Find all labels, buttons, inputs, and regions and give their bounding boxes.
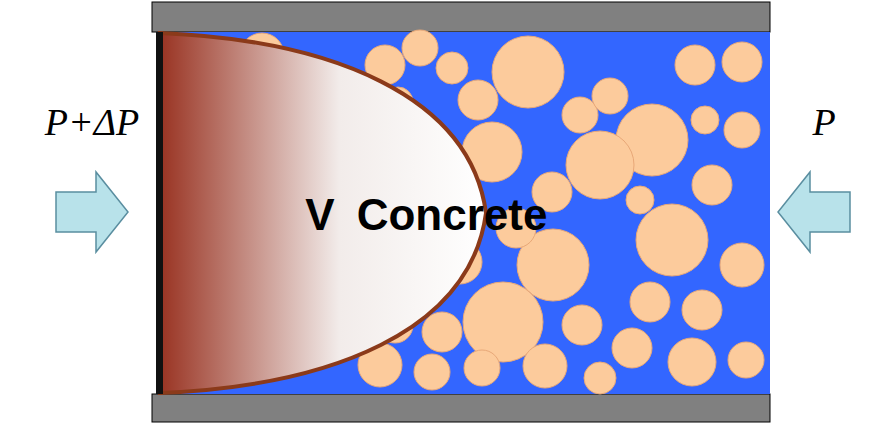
aggregate-particle — [668, 338, 716, 386]
pressure-arrow — [56, 172, 128, 252]
aggregate-particle — [692, 165, 732, 205]
aggregate-particle — [691, 106, 719, 134]
aggregate-particle — [722, 42, 762, 82]
velocity-label: V — [305, 190, 334, 240]
pipe-wall — [152, 394, 770, 422]
aggregate-particle — [458, 80, 498, 120]
pressure-arrow — [778, 172, 850, 252]
pressure-label: P — [812, 100, 835, 144]
aggregate-particle — [566, 131, 634, 199]
aggregate-particle — [414, 354, 450, 390]
aggregate-particle — [720, 243, 764, 287]
pressure-label: P+ΔP — [45, 100, 139, 144]
aggregate-particle — [675, 45, 715, 85]
aggregate-particle — [584, 362, 616, 394]
pressure-label-box: P+ΔP — [45, 100, 139, 144]
velocity-label-box: V — [305, 190, 334, 240]
aggregate-particle — [464, 350, 500, 386]
aggregate-particle — [626, 186, 654, 214]
aggregate-particle — [436, 52, 468, 84]
aggregate-particle — [724, 112, 760, 148]
aggregate-particle — [523, 344, 567, 388]
aggregate-particle — [682, 290, 722, 330]
aggregate-particle — [636, 204, 708, 276]
material-label: Concrete — [357, 190, 548, 240]
aggregate-particle — [422, 312, 462, 352]
aggregate-particle — [728, 342, 764, 378]
aggregate-particle — [592, 78, 628, 114]
pipe-wall — [152, 2, 770, 32]
aggregate-particle — [630, 282, 670, 322]
aggregate-particle — [402, 30, 438, 66]
aggregate-particle — [562, 305, 602, 345]
aggregate-particle — [562, 97, 598, 133]
material-label-box: Concrete — [357, 190, 548, 240]
piston-face — [156, 32, 163, 394]
pressure-label-box: P — [812, 100, 835, 144]
aggregate-particle — [492, 36, 564, 108]
fluid-region — [158, 32, 770, 394]
aggregate-particle — [612, 328, 652, 368]
